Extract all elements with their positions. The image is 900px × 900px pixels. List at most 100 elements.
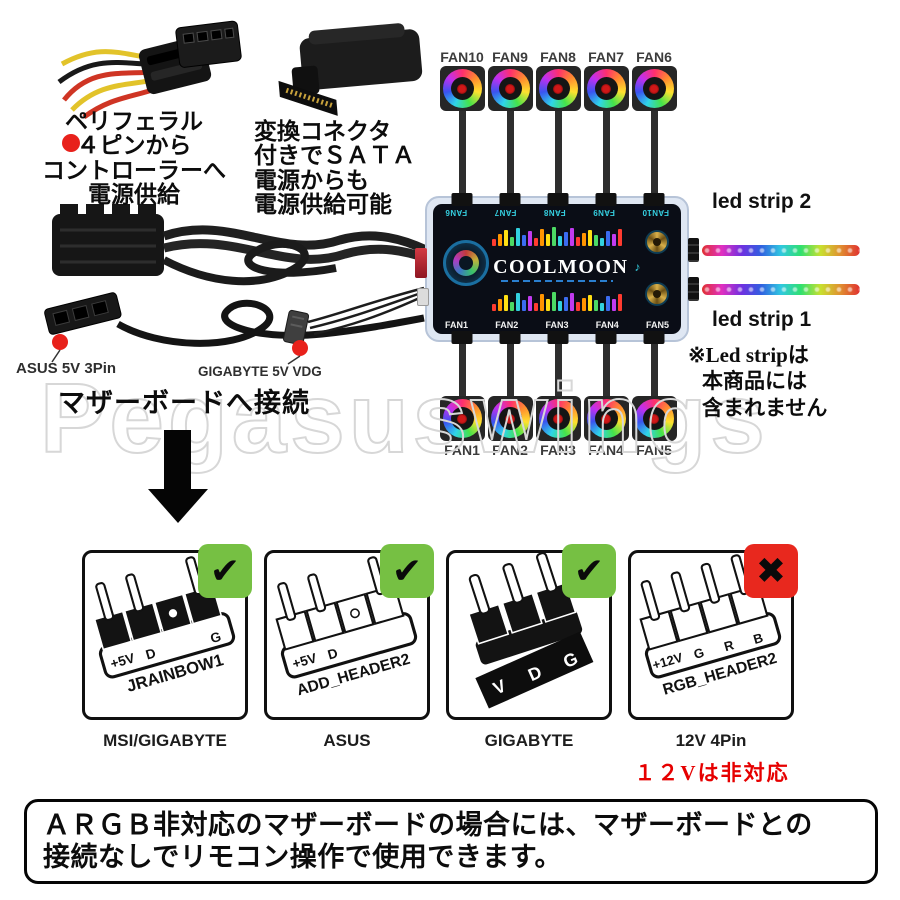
port-label: FAN5	[645, 320, 669, 330]
port-label: FAN1	[445, 320, 469, 330]
note-line: ４ピンから	[76, 133, 192, 159]
led-strip1-label: led strip 1	[712, 308, 812, 331]
controller-bottom-port-labels: FAN1 FAN2 FAN3 FAN4 FAN5	[441, 320, 673, 330]
compat-label: 12V 4Pin	[675, 731, 747, 750]
asus-connector-label: ASUS 5V 3Pin	[16, 360, 117, 377]
svg-text:G: G	[692, 645, 706, 662]
fan-rgb-ring	[634, 399, 674, 438]
note-line: 電源からも	[254, 167, 369, 193]
fan-cable	[458, 111, 466, 203]
fan-rgb-ring	[634, 69, 674, 108]
port-label: FAN4	[595, 320, 619, 330]
port-label: FAN7	[494, 208, 517, 217]
led-strip-disclaimer: ※Led stripは 本商品には 含まれません	[688, 342, 888, 421]
fan-hub	[505, 83, 515, 94]
fan-rgb-ring	[490, 69, 530, 108]
music-note-icon: ♪	[634, 260, 641, 274]
vdg-output-connector	[417, 288, 429, 306]
fan-rgb-ring	[538, 69, 578, 108]
led-strip2	[702, 245, 860, 256]
port-label: FAN10	[642, 208, 669, 217]
disclaimer-line: ※Led stripは	[688, 343, 809, 367]
controller-knob	[645, 282, 669, 306]
rgb-fan-icon	[535, 66, 581, 111]
fan-cable	[602, 334, 610, 396]
svg-text:B: B	[752, 630, 765, 647]
controller-top-port-labels: FAN10 FAN9 FAN8 FAN7 FAN6	[441, 208, 673, 217]
fan-label: FAN6	[636, 49, 672, 65]
fan-hub	[457, 413, 467, 424]
fan-rgb-ring	[538, 399, 578, 438]
peripheral-4pin-photo	[57, 20, 242, 120]
svg-text:D: D	[144, 645, 158, 662]
note-line: 電源供給可能	[254, 192, 392, 218]
fan-rgb-ring	[442, 399, 482, 438]
footer-line: ＡＲＧＢ非対応のマザーボードの場合には、マザーボードとの	[43, 810, 813, 840]
brand-row: ☠ COOLMOON ♪	[474, 255, 641, 279]
argb-footer-notice: ＡＲＧＢ非対応のマザーボードの場合には、マザーボードとの 接続なしでリモコン操作…	[24, 799, 878, 884]
motherboard-connect-label: マザーボードへ接続	[58, 388, 310, 418]
fan-label: FAN5	[636, 442, 672, 458]
controller-knob	[645, 230, 669, 254]
fan-rgb-ring	[586, 69, 626, 108]
fan-unit: FAN1	[438, 334, 486, 459]
footer-line: 接続なしでリモコン操作で使用できます。	[43, 842, 562, 873]
note-line: ペリフェラル	[65, 109, 203, 134]
port-label: FAN2	[495, 320, 519, 330]
rgb-fan-icon	[631, 66, 677, 111]
fan-label: FAN1	[444, 442, 480, 458]
svg-text:D: D	[326, 645, 340, 662]
fan-cable	[650, 334, 658, 396]
vdg-header-drawing: V D G	[467, 552, 594, 709]
fan-hub	[553, 413, 563, 424]
fan-rgb-ring	[490, 399, 530, 438]
svg-text:G: G	[209, 629, 223, 646]
fan-hub	[457, 83, 467, 94]
fan-label: FAN7	[588, 49, 624, 65]
fan-rgb-ring	[586, 399, 626, 438]
port-label: FAN8	[543, 208, 566, 217]
12v-not-supported-warning: １２Vは非対応	[634, 761, 790, 785]
fan-hub	[601, 83, 611, 94]
brand-name: COOLMOON	[493, 255, 629, 278]
compat-12v-4pin: ✖ +12V G R B RGB_HEADER2	[628, 544, 798, 751]
power-input-connector	[415, 248, 427, 278]
fan-unit: FAN9	[486, 48, 534, 203]
fan-hub	[601, 413, 611, 424]
fan-unit: FAN4	[582, 334, 630, 459]
fan-hub	[649, 83, 659, 94]
svg-text:+5V: +5V	[291, 650, 319, 671]
rgb-fan-icon	[439, 396, 485, 441]
equalizer-graphic-top	[485, 226, 629, 247]
equalizer-graphic-bottom	[485, 291, 629, 311]
check-icon: ✔	[562, 544, 616, 598]
port-label: FAN9	[592, 208, 615, 217]
down-arrow-icon	[164, 430, 191, 490]
fan-cable	[554, 111, 562, 203]
fan-hub	[649, 413, 659, 424]
sata-power-note: 変換コネクタ 付きでＳＡＴＡ 電源からも 電源供給可能	[254, 119, 464, 218]
fan-cable	[506, 334, 514, 396]
rgb-fan-icon	[535, 396, 581, 441]
led-strip2-label: led strip 2	[712, 190, 812, 213]
fan-cable	[554, 334, 562, 396]
compat-label: MSI/GIGABYTE	[103, 731, 227, 750]
fan-rgb-ring	[442, 69, 482, 108]
led-strip-connector	[688, 277, 699, 301]
fan-unit: FAN2	[486, 334, 534, 459]
controller-face: FAN10 FAN9 FAN8 FAN7 FAN6 ☠ COOLMOON ♪ F…	[433, 204, 681, 334]
gigabyte-pointer-dot	[292, 340, 308, 356]
compat-box: ✔ +5V D G JRAINBOW1	[82, 544, 252, 720]
rgb-fan-icon	[583, 66, 629, 111]
rgb-fan-icon	[487, 66, 533, 111]
fan-cable	[602, 111, 610, 203]
cross-icon: ✖	[744, 544, 798, 598]
fan-cable	[650, 111, 658, 203]
compat-box: ✔ +5V D ADD_HEADER2	[264, 544, 434, 720]
note-line: 電源供給	[88, 182, 180, 208]
compat-label: ASUS	[323, 731, 371, 750]
compat-box: ✔ V D G	[446, 544, 616, 720]
